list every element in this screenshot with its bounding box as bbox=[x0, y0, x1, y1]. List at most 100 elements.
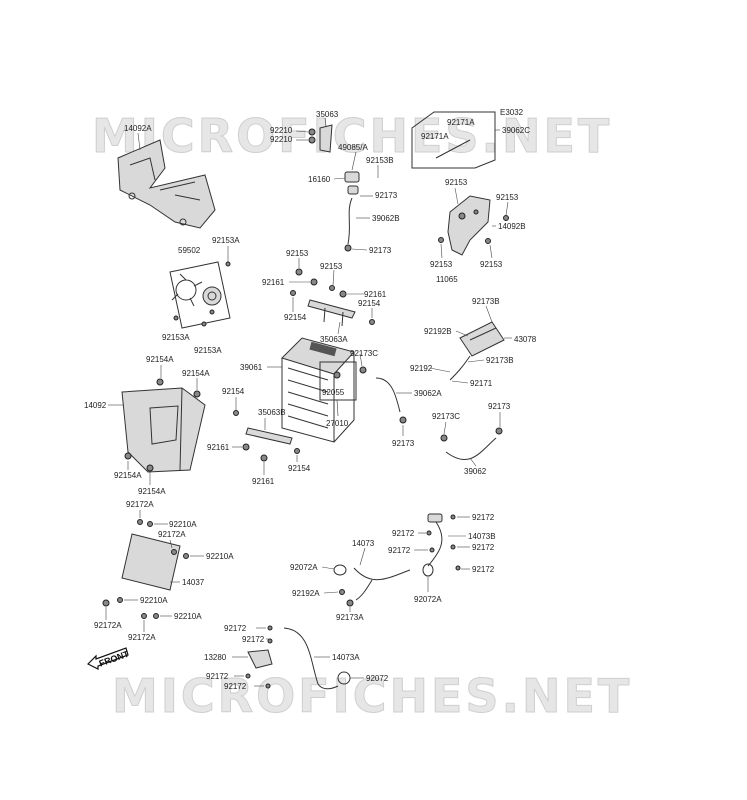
label-92210A: 92210A bbox=[174, 612, 202, 621]
label-92173C: 92173C bbox=[432, 412, 460, 421]
label-92210: 92210 bbox=[270, 126, 293, 135]
label-92072A: 92072A bbox=[414, 595, 442, 604]
label-27010: 27010 bbox=[326, 419, 349, 428]
label-92173C: 92173C bbox=[350, 349, 378, 358]
bracket-14092B bbox=[447, 195, 491, 256]
label-92154A: 92154A bbox=[138, 487, 166, 496]
tank-43078 bbox=[459, 321, 505, 357]
label-92210A: 92210A bbox=[169, 520, 197, 529]
label-35063: 35063 bbox=[316, 110, 339, 119]
label-14073B: 14073B bbox=[468, 532, 496, 541]
label-92153A: 92153A bbox=[212, 236, 240, 245]
label-92172: 92172 bbox=[206, 672, 229, 681]
watermark-top: MICROFICHES.NET bbox=[92, 109, 612, 163]
label-14092: 14092 bbox=[84, 401, 107, 410]
label-49085-A: 49085/A bbox=[338, 143, 368, 152]
label-92154A: 92154A bbox=[114, 471, 142, 480]
label-92171A: 92171A bbox=[447, 118, 475, 127]
label-92153B: 92153B bbox=[366, 156, 394, 165]
hose-14073B bbox=[427, 513, 443, 567]
label-92173: 92173 bbox=[488, 402, 511, 411]
label-35063A: 35063A bbox=[320, 335, 348, 344]
label-59502: 59502 bbox=[178, 246, 201, 255]
label-13280: 13280 bbox=[204, 653, 227, 662]
label-92171A: 92171A bbox=[421, 132, 449, 141]
label-92173: 92173 bbox=[369, 246, 392, 255]
label-92172: 92172 bbox=[242, 635, 265, 644]
label-11065: 11065 bbox=[436, 275, 458, 284]
label-92154: 92154 bbox=[284, 313, 307, 322]
label-92161: 92161 bbox=[207, 443, 230, 452]
label-92173B: 92173B bbox=[472, 297, 500, 306]
guard-14092A bbox=[117, 139, 216, 229]
label-92153: 92153 bbox=[430, 260, 453, 269]
label-92154A: 92154A bbox=[182, 369, 210, 378]
label-92172A: 92172A bbox=[158, 530, 186, 539]
label-16160: 16160 bbox=[308, 175, 331, 184]
label-92210A: 92210A bbox=[140, 596, 168, 605]
label-92172: 92172 bbox=[392, 529, 415, 538]
label-92172A: 92172A bbox=[128, 633, 156, 642]
label-92172: 92172 bbox=[472, 565, 495, 574]
label-39062B: 39062B bbox=[372, 214, 400, 223]
label-92153: 92153 bbox=[445, 178, 468, 187]
label-14092A: 14092A bbox=[124, 124, 152, 133]
label-92173B: 92173B bbox=[486, 356, 514, 365]
hose-14073A bbox=[283, 627, 339, 690]
label-92192B: 92192B bbox=[424, 327, 452, 336]
label-92161: 92161 bbox=[364, 290, 387, 299]
bracket-35063A bbox=[307, 299, 356, 327]
bracket-35063 bbox=[308, 124, 333, 153]
fan-59502 bbox=[169, 261, 231, 329]
label-14037: 14037 bbox=[182, 578, 205, 587]
label-92161: 92161 bbox=[262, 278, 285, 287]
label-39061: 39061 bbox=[240, 363, 263, 372]
label-92153: 92153 bbox=[286, 249, 309, 258]
panel-14037 bbox=[121, 533, 181, 591]
label-92072A: 92072A bbox=[290, 563, 318, 572]
label-92192A: 92192A bbox=[292, 589, 320, 598]
label-92172: 92172 bbox=[388, 546, 411, 555]
label-92172: 92172 bbox=[472, 543, 495, 552]
cap-16160 bbox=[344, 171, 360, 195]
label-92154: 92154 bbox=[358, 299, 381, 308]
box-27010 bbox=[319, 361, 357, 401]
label-92154: 92154 bbox=[222, 387, 245, 396]
label-92153: 92153 bbox=[496, 193, 519, 202]
label-92153: 92153 bbox=[480, 260, 503, 269]
label-92153: 92153 bbox=[320, 262, 343, 271]
label-92210: 92210 bbox=[270, 135, 293, 144]
label-92210A: 92210A bbox=[206, 552, 234, 561]
label-92055: 92055 bbox=[322, 388, 345, 397]
hose-14073 bbox=[353, 567, 411, 601]
box-E3032 bbox=[411, 111, 496, 169]
label-39062: 39062 bbox=[464, 467, 487, 476]
label-92153A: 92153A bbox=[162, 333, 190, 342]
label-92161: 92161 bbox=[252, 477, 275, 486]
label-14092B: 14092B bbox=[498, 222, 526, 231]
watermark-bottom: MICROFICHES.NET bbox=[112, 669, 632, 723]
front-arrow: FRONT bbox=[86, 647, 131, 670]
front-arrow-label: FRONT bbox=[98, 649, 131, 669]
label-E3032: E3032 bbox=[500, 108, 524, 117]
label-39062A: 39062A bbox=[414, 389, 442, 398]
label-92172: 92172 bbox=[224, 682, 247, 691]
label-92173A: 92173A bbox=[336, 613, 364, 622]
label-92172A: 92172A bbox=[94, 621, 122, 630]
label-92153A: 92153A bbox=[194, 346, 222, 355]
label-92172: 92172 bbox=[224, 624, 247, 633]
radiator-39061 bbox=[281, 337, 355, 443]
label-92172A: 92172A bbox=[126, 500, 154, 509]
label-39062C: 39062C bbox=[502, 126, 530, 135]
label-92173: 92173 bbox=[392, 439, 415, 448]
label-35063B: 35063B bbox=[258, 408, 286, 417]
label-92172: 92172 bbox=[472, 513, 495, 522]
label-92154A: 92154A bbox=[146, 355, 174, 364]
label-43078: 43078 bbox=[514, 335, 537, 344]
label-14073A: 14073A bbox=[332, 653, 360, 662]
label-92072: 92072 bbox=[366, 674, 389, 683]
label-14073: 14073 bbox=[352, 539, 375, 548]
label-92192: 92192 bbox=[410, 364, 433, 373]
label-92173: 92173 bbox=[375, 191, 398, 200]
